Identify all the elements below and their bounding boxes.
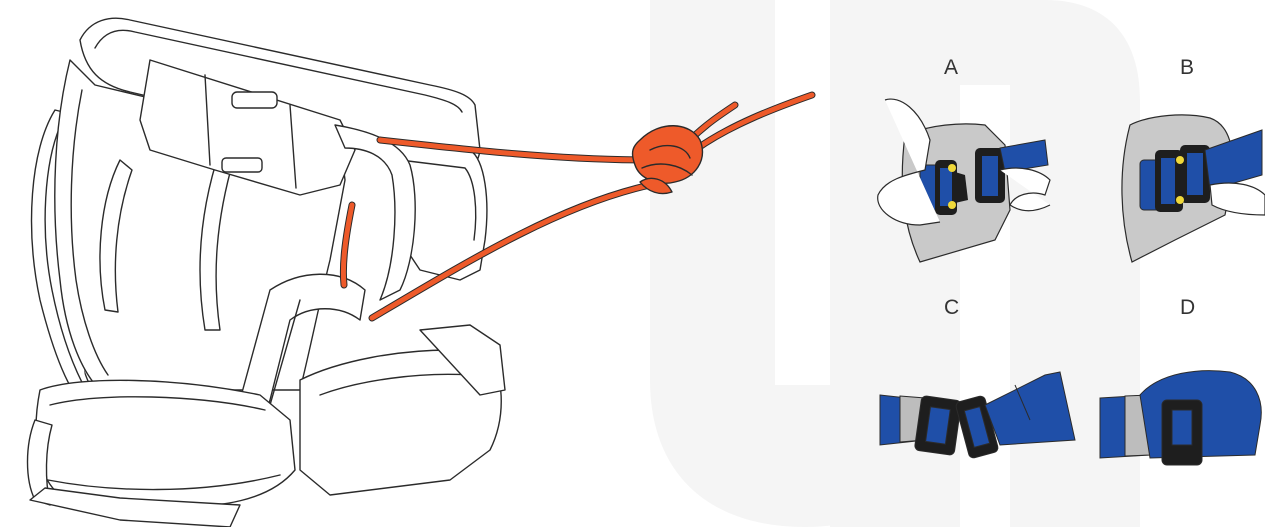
climbing-harness-icon [28, 18, 506, 527]
step-label-d: D [1180, 296, 1195, 320]
step-label-b: B [1180, 56, 1194, 80]
step-label-a: A [944, 56, 958, 80]
brand-watermark-logo [650, 0, 1140, 527]
step-b-illustration [1122, 115, 1265, 262]
step-label-c: C [944, 296, 959, 320]
